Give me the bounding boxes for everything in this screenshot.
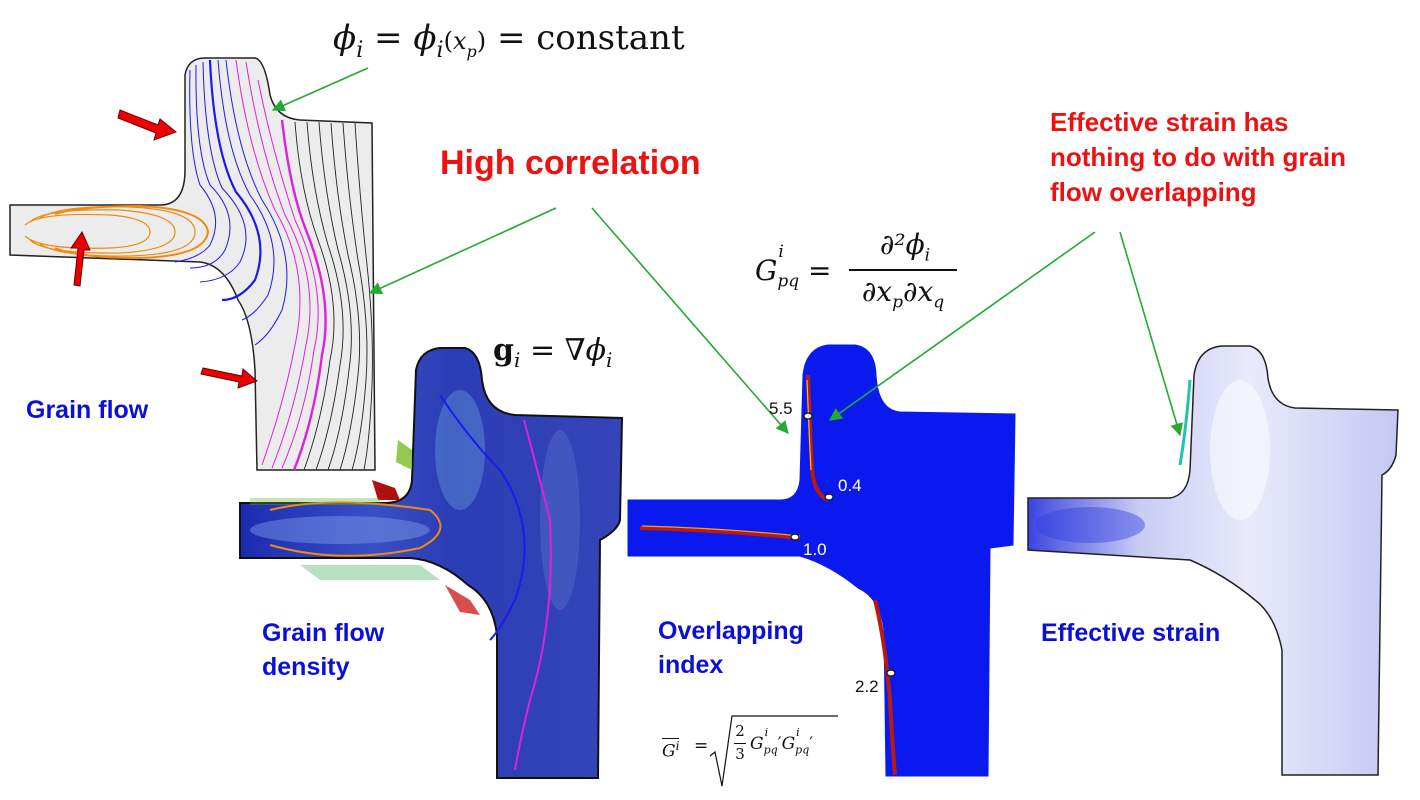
pointer-arrows [271,67,1183,437]
eq-idx-term1-sup: i [764,726,769,739]
density-shape [239,347,624,779]
eq-phi-eq: = [374,18,403,58]
eq-idx-frac-bar [734,743,746,744]
eq-hess-den-mid: ∂x [903,275,934,308]
eq-idx-frac-num: 2 [735,722,745,740]
overlap-value-0-4: 0.4 [838,476,862,495]
overlap-point-5-5 [803,412,813,420]
overlap-shape [627,344,1016,777]
eq-hess-lhs: G [755,254,778,287]
eq-phi-rhs-sub: i [436,37,444,63]
equation-phi: ϕi = ϕi(xp) = constant [333,18,685,63]
overlap-point-0-4 [824,493,834,501]
eq-hess-sup: i [778,242,784,262]
eq-grad-lhs: g [493,333,514,368]
eq-hess-num: ∂²ϕ [879,228,925,261]
overlap-value-2-2: 2.2 [855,677,879,696]
eq-idx-eq: = [694,736,709,756]
grain-flow-shape [9,57,376,471]
note-line-2: nothing to do with grain [1050,142,1347,172]
overlap-points [790,412,896,677]
eq-idx-sup: i [675,739,680,753]
equation-gradient: gi = ∇ϕi [493,333,612,372]
eq-hess-den-sub2: q [933,292,945,313]
label-density-line-1: Grain flow [262,619,385,647]
push-arrow-bottom [200,367,258,389]
arrow-correlation-to-overlap [591,207,789,434]
overlap-point-2-2 [886,669,896,677]
eq-idx-term2-sup: i [796,726,800,739]
eq-phi-rhs: ϕ [413,18,437,58]
eq-idx-lhs: G [662,741,676,762]
eq-hess-num-sub: i [924,245,931,266]
label-overlapping-index: Overlapping index [658,614,804,682]
headline-high-correlation: High correlation [440,144,701,182]
label-overlap-line-1: Overlapping [658,617,804,645]
eq-hess-sub: pq [777,271,800,292]
grain-flow-figure [9,57,376,471]
note-effective-strain: Effective strain has nothing to do with … [1050,105,1346,210]
eq-idx-term2: G [781,734,796,754]
eq-idx-term1: G [750,734,764,754]
eq-idx-radical [709,715,838,787]
eq-hess-eq: = [808,254,832,287]
note-line-3: flow overlapping [1050,177,1257,207]
eq-hess-den: ∂x [861,275,893,308]
overlap-figure [627,344,1016,777]
arrow-correlation-to-grainflow [368,207,557,295]
eq-grad-rhs: ∇ϕ [564,333,607,368]
eq-phi-arg-sub: p [466,41,477,61]
density-figure [239,347,624,779]
eq-grad-eq: = [529,333,556,368]
arrow-phi-to-contour [271,67,369,112]
label-effective-strain: Effective strain [1041,619,1221,647]
arrow-note-to-strain [1119,231,1183,437]
label-grain-flow: Grain flow [26,396,149,424]
overlap-value-1-0: 1.0 [803,540,827,559]
push-arrows [70,109,258,389]
label-density-line-2: density [262,653,350,681]
eq-grad-rhs-sub: i [606,348,613,372]
eq-idx-term1-sub: pq [763,743,778,757]
label-overlap-line-2: index [658,651,724,679]
overlap-value-5-5: 5.5 [769,399,793,418]
eq-phi-lhs: ϕ [333,18,357,58]
eq-idx-term2-sub: pq [795,743,810,757]
push-arrow-top [117,109,178,141]
eq-hess-den-sub1: p [892,292,903,313]
label-grain-flow-density: Grain flow density [262,616,384,684]
eq-hess-bar [849,269,957,271]
gradient-vectors [250,440,480,615]
push-arrow-left [70,230,91,287]
note-line-1: Effective strain has [1050,107,1289,137]
overlap-point-1-0 [790,533,800,541]
strain-shape [1027,345,1399,776]
eq-phi-sub: i [356,37,364,63]
eq-grad-sub: i [513,348,521,372]
eq-idx-frac-den: 3 [735,745,745,763]
strain-figure [1027,345,1399,776]
arrow-note-to-overlap [828,231,1096,421]
eq-phi-arg: x [452,27,467,55]
eq-phi-tail: = constant [496,18,685,58]
